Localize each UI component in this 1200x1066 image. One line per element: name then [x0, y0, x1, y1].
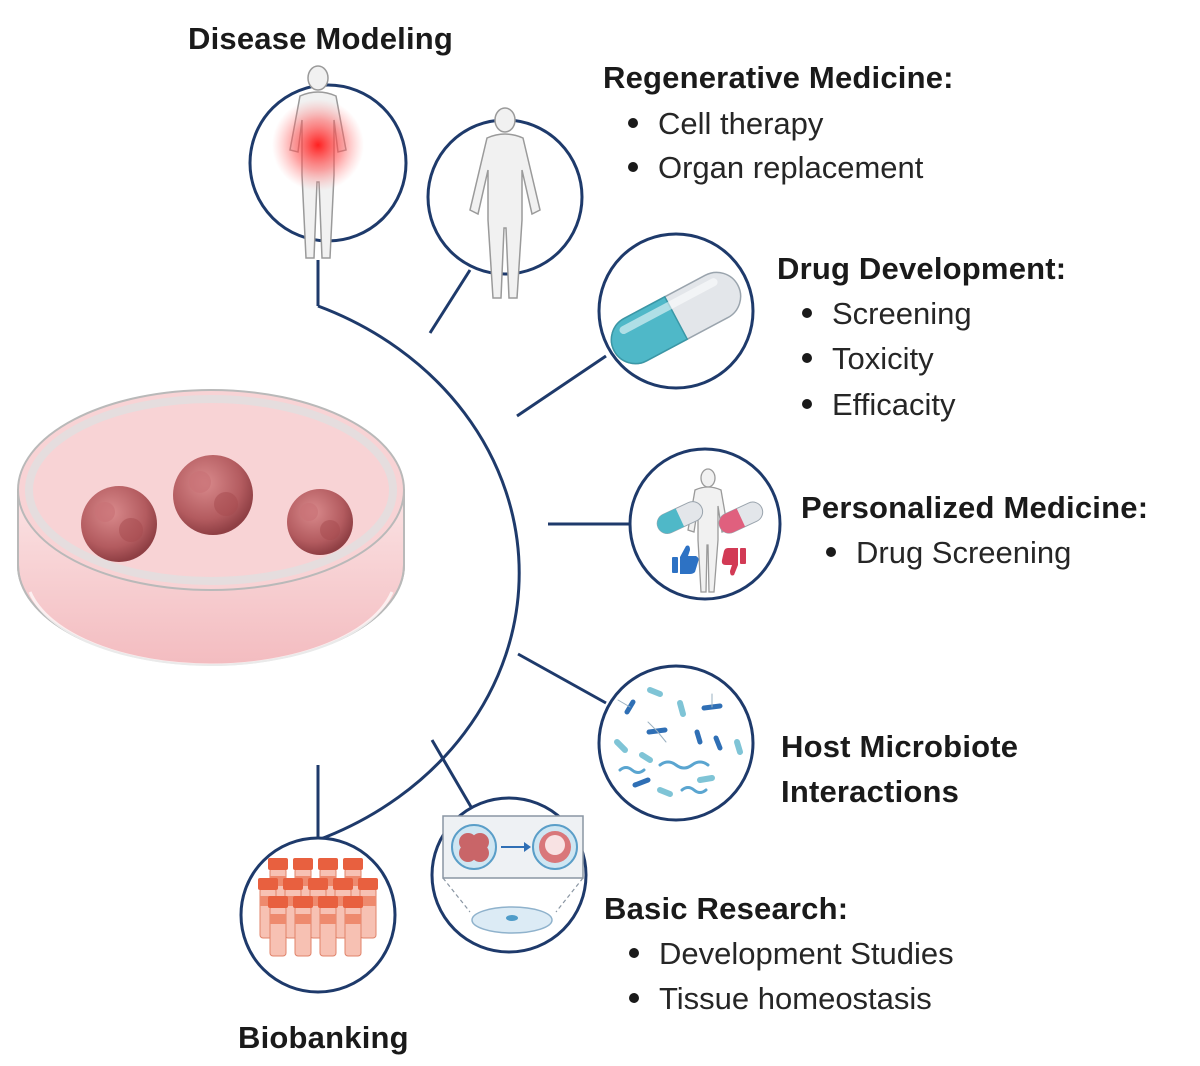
connector-lines: [316, 260, 631, 842]
central-arc: [317, 304, 521, 842]
host-microbiote-node: [597, 664, 755, 822]
regenerative-item: Organ replacement: [628, 152, 923, 183]
human-body-disease-icon: [272, 65, 364, 259]
capsule-icon: [610, 271, 742, 365]
spoke-basic-research: [430, 739, 476, 813]
regenerative-item: Cell therapy: [628, 108, 823, 139]
basic-research-item: Tissue homeostasis: [629, 983, 932, 1014]
regenerative-medicine-title: Regenerative Medicine:: [603, 60, 954, 95]
basic-research-title: Basic Research:: [604, 891, 849, 926]
personalized-medicine-item: Drug Screening: [826, 537, 1071, 568]
personalized-medicine-title: Personalized Medicine:: [801, 490, 1149, 525]
test-tube: [293, 896, 313, 957]
human-body-icon: [469, 107, 541, 299]
biobank-tubes-icon: [258, 858, 378, 957]
drug-development-item: Screening: [802, 298, 972, 329]
basic-research-node: [430, 796, 588, 954]
drug-development-node: [597, 232, 755, 390]
test-tube: [358, 878, 378, 939]
drug-development-item: Efficacity: [802, 389, 955, 420]
spoke-microbiote: [517, 652, 607, 705]
spoke-drug-development: [516, 354, 607, 418]
organoid: [81, 486, 157, 562]
disease-modeling-title: Disease Modeling: [188, 21, 454, 56]
organoid-transfer-icon: [442, 815, 584, 934]
test-tube: [343, 896, 363, 957]
biobanking-node: [239, 836, 397, 994]
petri-dish-organoids-icon: [17, 389, 405, 667]
biobanking-title: Biobanking: [238, 1020, 409, 1055]
basic-research-item: Development Studies: [629, 938, 954, 969]
test-tube: [318, 896, 338, 957]
drug-development-title: Drug Development:: [777, 251, 1067, 286]
thumb-down-icon: [721, 548, 746, 576]
microbes-icon: [614, 687, 743, 797]
spoke-regenerative: [428, 269, 472, 334]
drug-development-item: Toxicity: [802, 343, 934, 374]
personalized-medicine-node: [628, 447, 782, 601]
host-microbiote-title-line1: Host Microbiote: [781, 729, 1019, 764]
thumb-up-icon: [672, 545, 699, 574]
personalized-medicine-icon: [656, 468, 764, 593]
host-microbiote-title-line2: Interactions: [781, 774, 960, 809]
regenerative-medicine-node: [426, 107, 584, 299]
organoid: [173, 455, 253, 535]
disease-modeling-node: [248, 65, 408, 259]
test-tube: [268, 896, 288, 957]
organoid: [287, 489, 353, 555]
